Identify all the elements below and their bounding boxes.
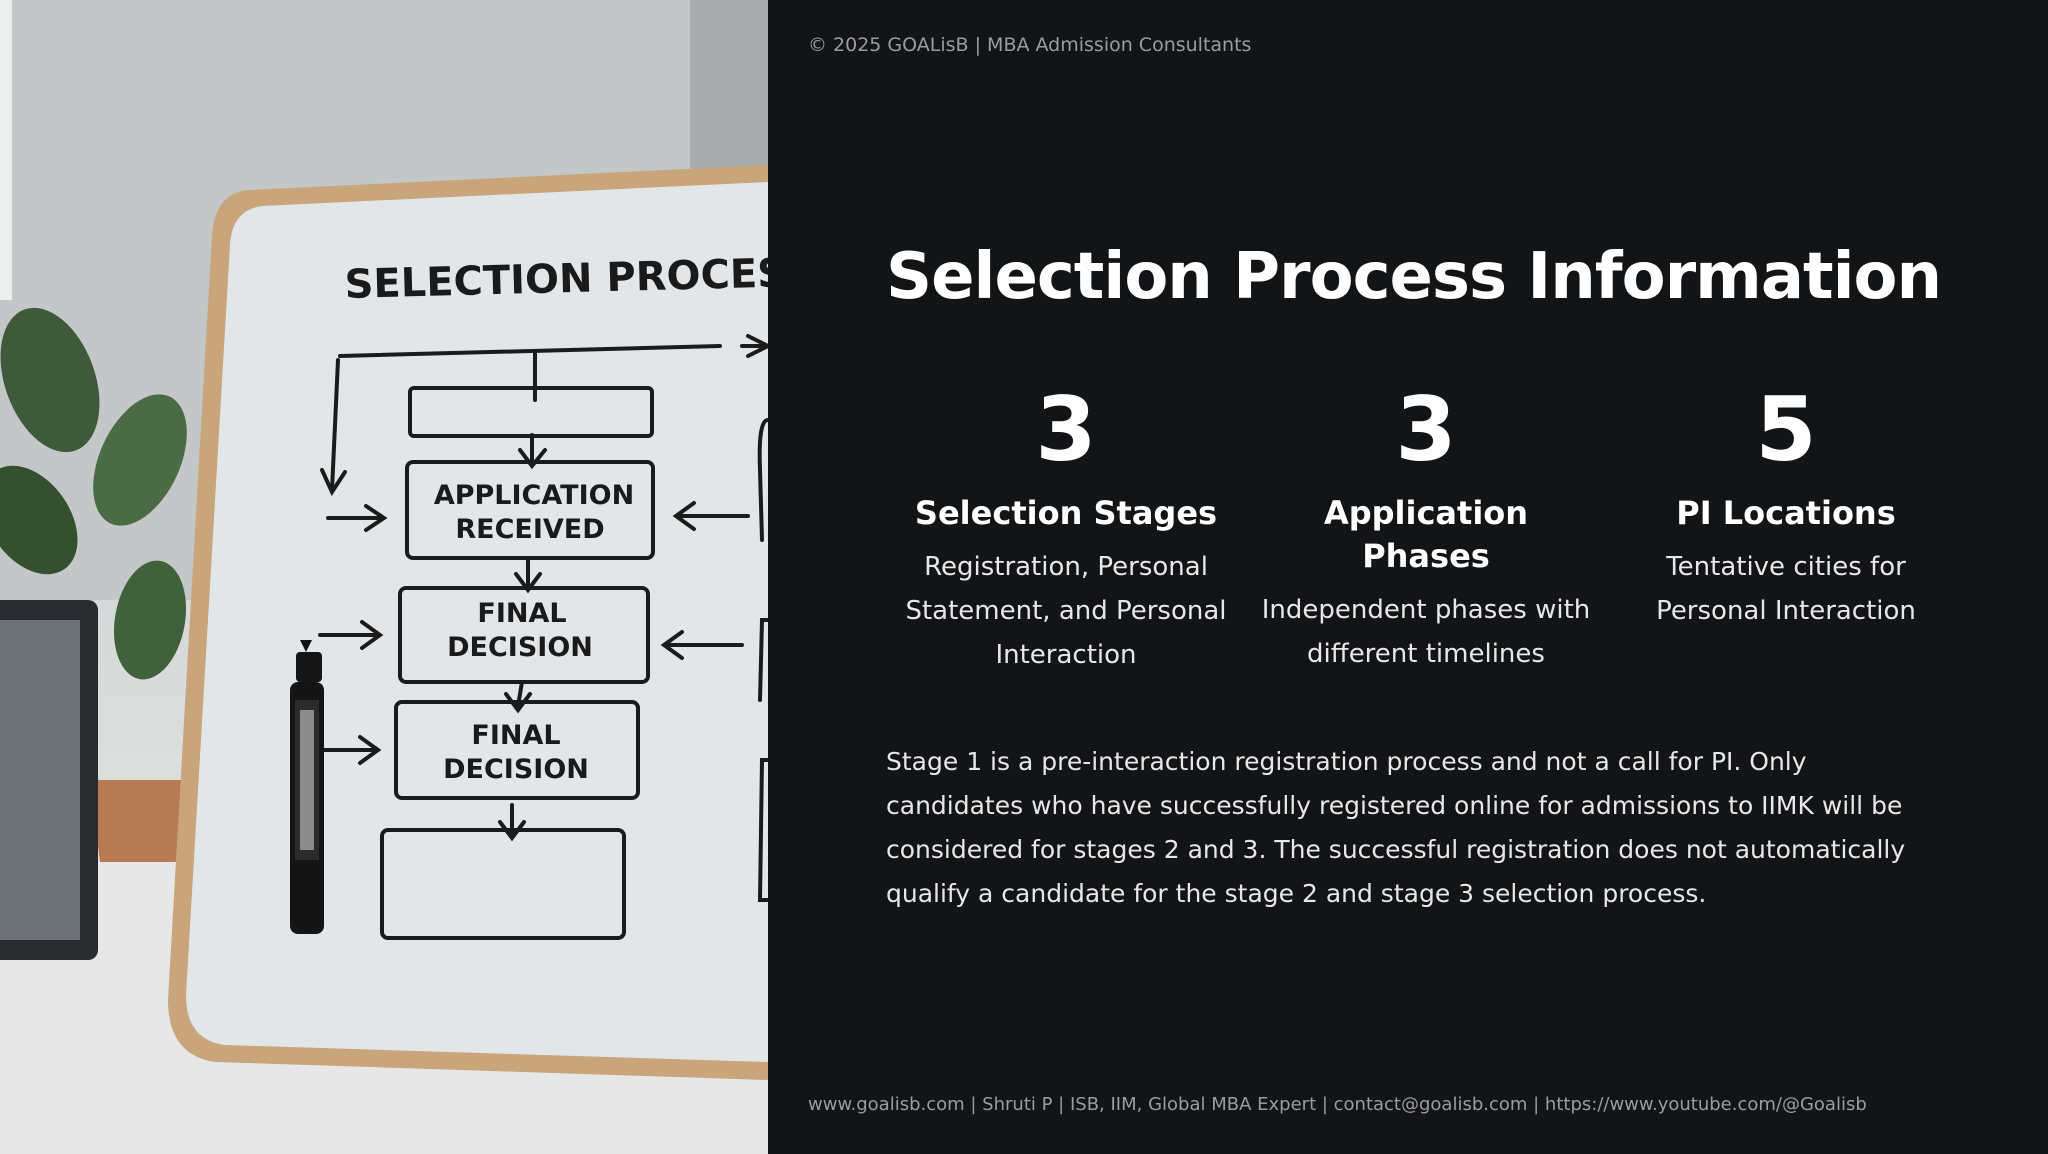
stat-selection-stages: 3 Selection Stages Registration, Persona… [886,380,1246,677]
box-final2-line2: DECISION [443,754,589,785]
stat-description: Tentative cities for Personal Interactio… [1656,552,1916,626]
stat-description: Independent phases with different timeli… [1261,595,1591,669]
laptop [0,600,98,960]
stats-row: 3 Selection Stages Registration, Persona… [886,380,1986,677]
box-final2-line1: FINAL [471,720,560,751]
box-final1-line2: DECISION [447,632,593,663]
box-final1-line1: FINAL [477,598,566,629]
stat-label: Application Phases [1323,494,1529,575]
page-title: Selection Process Information [886,240,1942,314]
plant [0,307,190,862]
stat-pi-locations: 5 PI Locations Tentative cities for Pers… [1606,380,1966,677]
box-application-line2: RECEIVED [455,514,604,545]
marker-icon [290,640,324,934]
copyright-notice: © 2025 GOALisB | MBA Admission Consultan… [808,34,1252,56]
stat-description: Registration, Personal Statement, and Pe… [905,552,1227,670]
stat-label: PI Locations [1676,494,1896,532]
stat-value: 3 [1395,378,1457,481]
whiteboard-photo: SELECTION PROCESS [0,0,768,1154]
stat-label: Selection Stages [914,494,1218,532]
footer-contact: www.goalisb.com | Shruti P | ISB, IIM, G… [808,1094,1867,1115]
box-application-line1: APPLICATION [434,480,634,511]
stat-value: 5 [1755,378,1817,481]
whiteboard-illustration: SELECTION PROCESS [0,0,768,1154]
whiteboard-heading: SELECTION PROCESS [344,250,768,308]
stat-value: 3 [1035,378,1097,481]
stat-application-phases: 3 Application Phases Independent phases … [1246,380,1606,677]
body-paragraph: Stage 1 is a pre-interaction registratio… [886,747,1906,908]
